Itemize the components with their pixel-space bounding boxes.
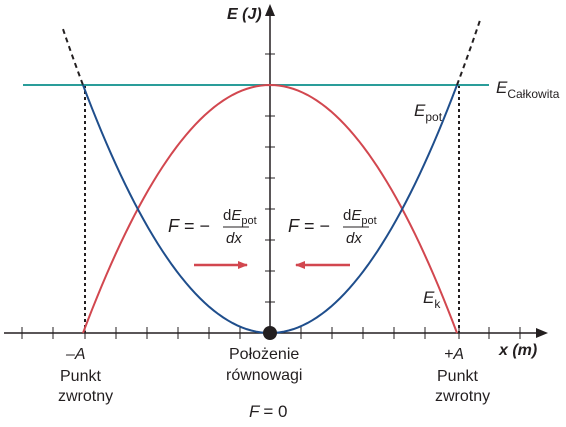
svg-text:dEpot: dEpot (223, 207, 257, 227)
total-energy-label: ECałkowita (496, 78, 560, 101)
svg-text:F: F (168, 216, 180, 236)
equilibrium-force-label: F= 0 (249, 402, 288, 421)
turning-point-right-label-line2: zwrotny (435, 388, 490, 405)
svg-text:dx: dx (346, 230, 362, 247)
force-formula-left: F = − dEpot dx (168, 207, 257, 247)
svg-text:= −: = − (184, 216, 210, 236)
turning-point-left-label-line2: zwrotny (58, 388, 113, 405)
svg-text:dEpot: dEpot (343, 207, 377, 227)
potential-energy-dashed-left (62, 28, 84, 86)
tick-label-plus-a: +A (444, 346, 464, 363)
potential-energy-label: Epot (414, 101, 443, 124)
y-axis-arrowhead (265, 4, 275, 16)
force-formula-right: F = − dEpot dx (288, 207, 377, 247)
potential-energy-dashed-right (456, 16, 482, 86)
x-axis-label: x (m) (498, 342, 537, 359)
equilibrium-point (263, 326, 277, 340)
y-axis-label: E (J) (227, 6, 262, 23)
turning-point-left-label-line1: Punkt (60, 368, 101, 385)
turning-point-right-label-line1: Punkt (437, 368, 478, 385)
svg-text:= −: = − (304, 216, 330, 236)
svg-text:F: F (288, 216, 300, 236)
x-axis-arrowhead (536, 328, 548, 338)
equilibrium-label-line2: równowagi (226, 367, 302, 384)
kinetic-energy-label: Ek (423, 288, 441, 311)
tick-label-minus-a: –A (65, 346, 86, 363)
svg-text:dx: dx (226, 230, 242, 247)
equilibrium-label-line1: Położenie (229, 346, 299, 363)
kinetic-energy-curve (82, 83, 458, 334)
